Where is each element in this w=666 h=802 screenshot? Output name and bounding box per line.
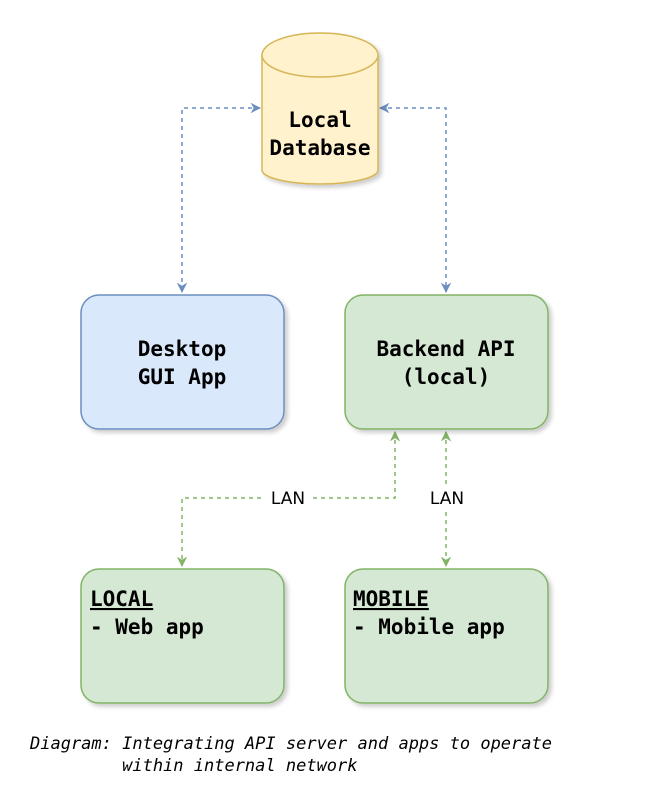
backend-api-label-line1: Backend API (376, 337, 515, 361)
edge-backend-local-web (176, 430, 401, 568)
database-label-line2: Database (269, 136, 370, 160)
edge-db-backend (378, 102, 452, 294)
diagram-caption: Diagram: Integrating API server and apps… (30, 733, 552, 777)
database-node (261, 32, 379, 185)
local-web-heading: LOCAL (90, 587, 153, 611)
lan-left-label: LAN (271, 489, 305, 509)
mobile-heading: MOBILE (353, 587, 429, 611)
backend-api-node (344, 294, 549, 430)
backend-api-label-line2: (local) (402, 365, 491, 389)
desktop-app-label-line2: GUI App (138, 365, 227, 389)
desktop-app-label-line1: Desktop (138, 337, 227, 361)
desktop-app-node (80, 294, 285, 430)
lan-right-label: LAN (430, 489, 464, 509)
lan-left-label-bg (264, 486, 312, 510)
caption-line1: Diagram: Integrating API server and apps… (30, 734, 552, 754)
architecture-diagram: LAN LAN Local Database Desktop GUI App B… (80, 32, 549, 704)
edge-db-desktop (176, 102, 262, 294)
lan-right-label-bg (424, 486, 470, 510)
database-label-line1: Local (288, 108, 351, 132)
mobile-label-line2: - Mobile app (353, 615, 505, 639)
caption-line2: within internal network (30, 756, 358, 776)
local-web-node (80, 568, 285, 704)
local-web-label-line2: - Web app (90, 615, 204, 639)
mobile-node (344, 568, 549, 704)
